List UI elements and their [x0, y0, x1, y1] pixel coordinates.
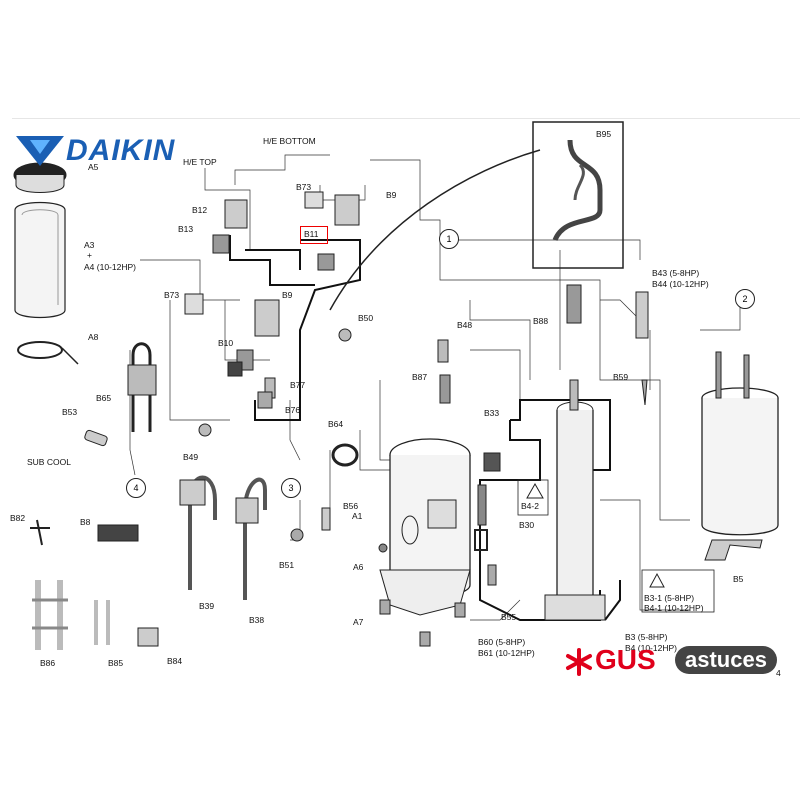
label-b53: B53 — [62, 407, 78, 417]
label-b77: B77 — [290, 380, 306, 390]
label-b82: B82 — [10, 513, 26, 523]
label-b49: B49 — [183, 452, 199, 462]
label-a7: A7 — [353, 617, 364, 627]
label-b8: B8 — [80, 517, 91, 527]
label-he-top: H/E TOP — [183, 157, 217, 167]
label-b84: B84 — [167, 656, 183, 666]
label-b4-1: B4-1 (10-12HP) — [644, 603, 704, 613]
label-b38: B38 — [249, 615, 265, 625]
label-b51: B51 — [279, 560, 295, 570]
label-b85: B85 — [108, 658, 124, 668]
label-a5: A5 — [88, 162, 99, 172]
label-b44: B44 (10-12HP) — [652, 279, 709, 289]
label-sub-cool: SUB COOL — [27, 457, 71, 467]
label-b30: B30 — [519, 520, 535, 530]
label-b5: B5 — [733, 574, 744, 584]
daikin-mark-icon — [16, 136, 64, 166]
label-b10: B10 — [218, 338, 234, 348]
label-b9-mid: B9 — [282, 290, 293, 300]
label-he-bottom: H/E BOTTOM — [263, 136, 316, 146]
label-b73-mid: B73 — [164, 290, 180, 300]
label-b4: B4 (10-12HP) — [625, 643, 677, 653]
label-b4-2: B4-2 — [521, 501, 539, 511]
label-b9-top: B9 — [386, 190, 397, 200]
label-b73-top: B73 — [296, 182, 312, 192]
label-b3-1: B3-1 (5-8HP) — [644, 593, 695, 603]
label-b12: B12 — [192, 205, 208, 215]
watermark-gus: GUS — [595, 644, 656, 675]
label-a6: A6 — [353, 562, 364, 572]
label-b55: B55 — [501, 612, 517, 622]
label-b39: B39 — [199, 601, 215, 611]
label-b50: B50 — [358, 313, 374, 323]
brand-name: DAIKIN — [66, 134, 176, 167]
label-b64: B64 — [328, 419, 344, 429]
label-b87: B87 — [412, 372, 428, 382]
label-b65: B65 — [96, 393, 112, 403]
label-a3: A3 — [84, 240, 95, 250]
highlight-box-b11 — [300, 226, 328, 244]
label-b43: B43 (5-8HP) — [652, 268, 700, 278]
daikin-logo: DAIKIN — [16, 136, 216, 166]
callout-circle-2: 2 — [735, 289, 755, 309]
label-b3: B3 (5-8HP) — [625, 632, 668, 642]
callout-circle-3: 3 — [281, 478, 301, 498]
callout-circle-1: 1 — [439, 229, 459, 249]
label-b13: B13 — [178, 224, 194, 234]
label-a8: A8 — [88, 332, 99, 342]
label-b33: B33 — [484, 408, 500, 418]
label-a4: A4 (10-12HP) — [84, 262, 136, 272]
watermark-astuces: astuces — [675, 646, 777, 674]
label-b59: B59 — [613, 372, 629, 382]
label-b86: B86 — [40, 658, 56, 668]
label-b61: B61 (10-12HP) — [478, 648, 535, 658]
label-page-corner: 4 — [776, 668, 781, 678]
label-b76: B76 — [285, 405, 301, 415]
label-b56: B56 — [343, 501, 359, 511]
label-b11: B11 — [304, 229, 319, 239]
label-b48: B48 — [457, 320, 473, 330]
callout-circle-4: 4 — [126, 478, 146, 498]
label-b88: B88 — [533, 316, 549, 326]
label-a1: A1 — [352, 511, 363, 521]
label-b95: B95 — [596, 129, 612, 139]
label-plus: + — [87, 250, 92, 260]
label-b60: B60 (5-8HP) — [478, 637, 526, 647]
gus-astuces-watermark: GUS astuces — [565, 640, 785, 680]
snowflake-icon — [566, 648, 592, 676]
